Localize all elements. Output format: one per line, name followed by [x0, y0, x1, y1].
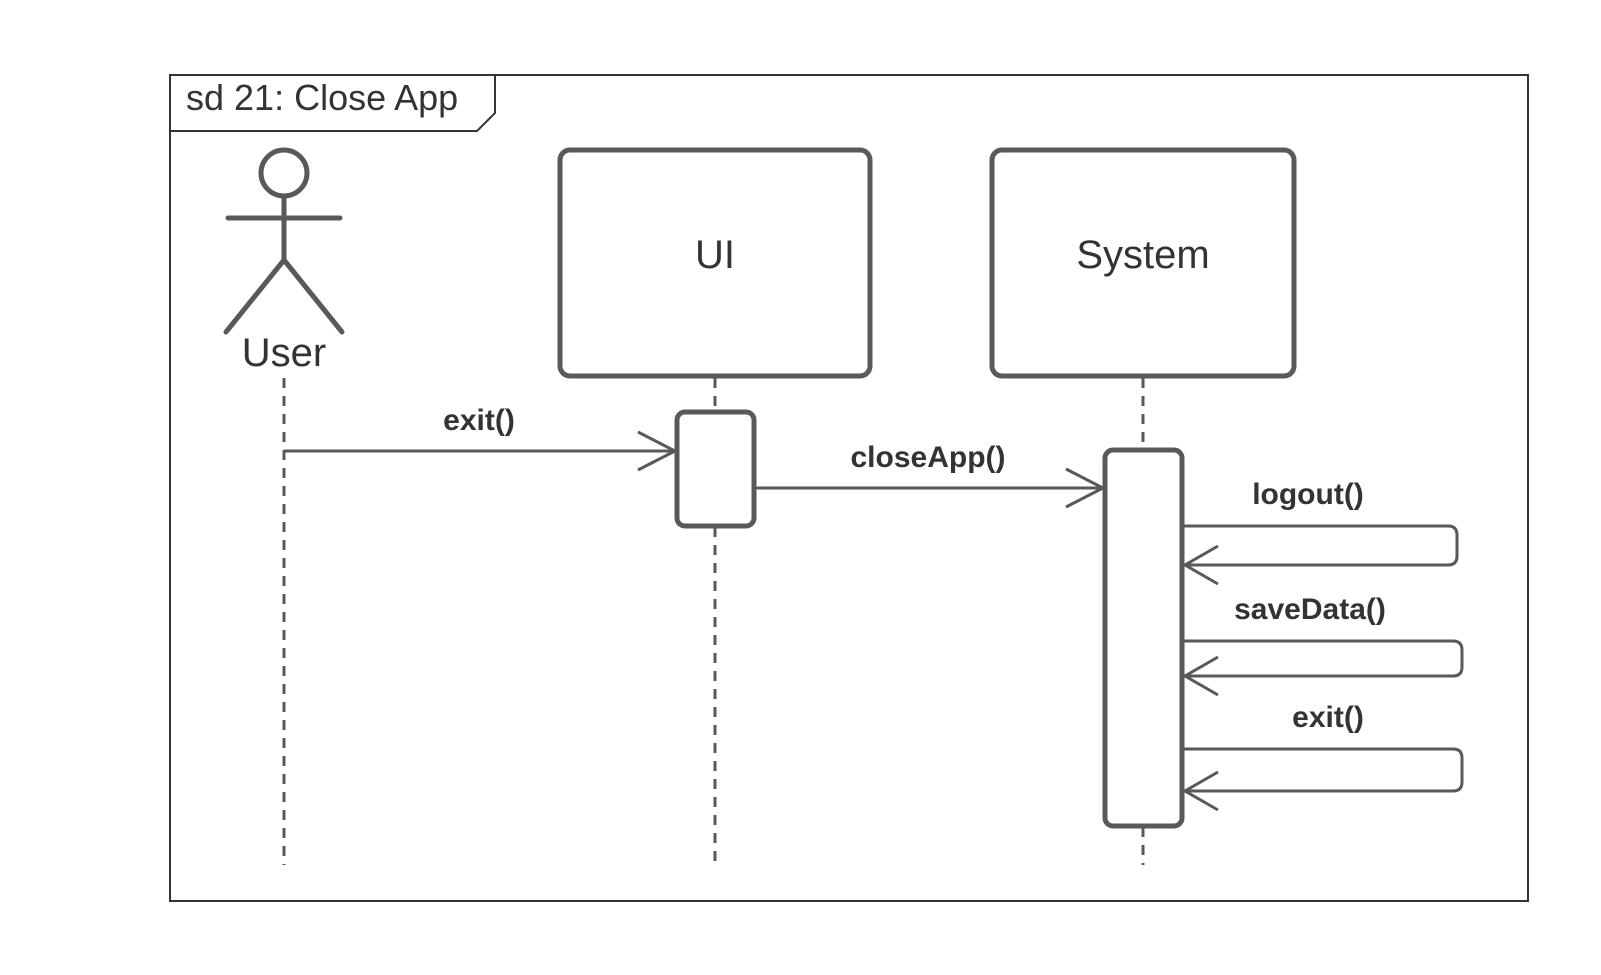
system-label: System [1076, 233, 1209, 277]
system-activation-bar [1102, 447, 1185, 829]
system-participant-box [989, 147, 1297, 379]
frame-title-tab [170, 74, 496, 132]
message-logout-self [1181, 524, 1459, 586]
arrowhead-open [1065, 467, 1107, 509]
message-label: exit() [443, 404, 515, 437]
actor-right-leg [281, 257, 345, 335]
message-exit-user-to-ui [284, 430, 679, 472]
message-label: logout() [1252, 478, 1364, 511]
arrowhead-open [1181, 655, 1219, 697]
actor-head [258, 147, 310, 199]
arrowhead-open [1181, 544, 1219, 586]
ui-activation-bar [674, 409, 757, 529]
message-exit-self [1181, 747, 1464, 812]
actor-left-leg [223, 257, 287, 335]
message-label: exit() [1292, 701, 1364, 734]
message-label: saveData() [1234, 593, 1386, 626]
arrowhead-open [637, 430, 679, 472]
arrowhead-open [1181, 770, 1219, 812]
user-label: User [242, 331, 326, 375]
message-label: closeApp() [850, 441, 1005, 474]
message-closeapp-ui-to-system [754, 467, 1107, 509]
message-savedata-self [1181, 639, 1464, 697]
user-actor [223, 147, 345, 335]
ui-label: UI [695, 233, 735, 277]
frame-title: sd 21: Close App [186, 77, 458, 118]
diagram-frame [169, 74, 1529, 902]
ui-participant-box [557, 147, 873, 379]
